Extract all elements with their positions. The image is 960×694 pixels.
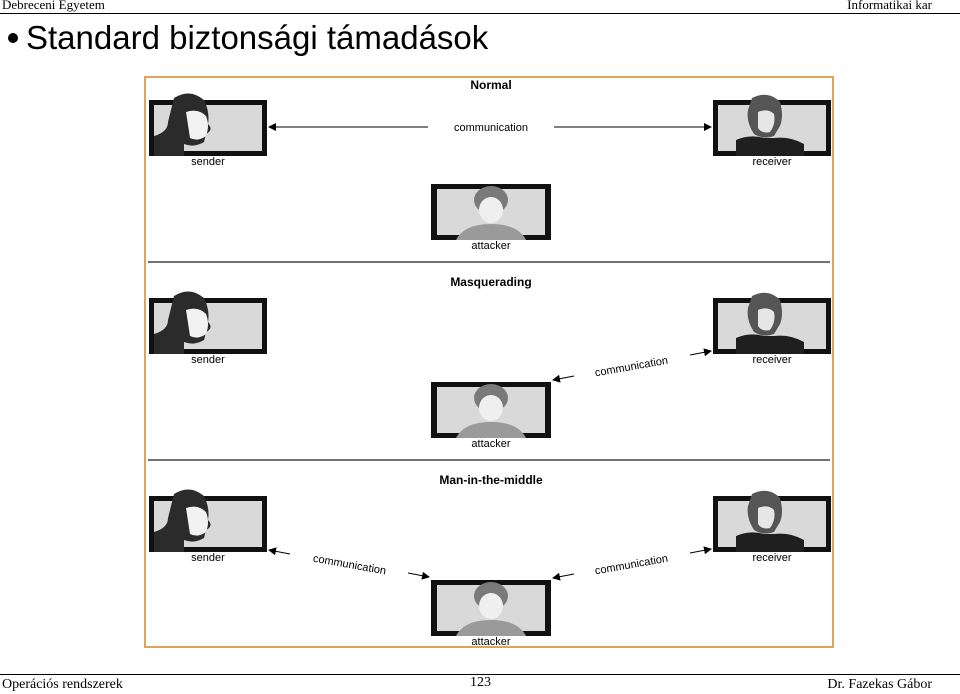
communication-label: communication [312, 553, 387, 578]
communication-arrow [689, 546, 712, 555]
communication-label: communication [594, 355, 669, 380]
attacker-portrait [431, 580, 551, 636]
slide-title-row: Standard biztonsági támadások [8, 16, 488, 60]
receiver-label: receiver [752, 156, 791, 168]
receiver-portrait [713, 292, 831, 354]
header-faculty: Informatikai kar [847, 0, 932, 12]
communication-arrow [268, 547, 291, 556]
sender-label: sender [191, 552, 225, 564]
sender-portrait [149, 93, 267, 156]
sender-portrait [149, 291, 267, 354]
receiver-label: receiver [752, 552, 791, 564]
page-number: 123 [470, 675, 491, 690]
receiver-portrait [713, 490, 831, 552]
sender-label: sender [191, 156, 225, 168]
footer-divider [0, 674, 960, 675]
communication-arrow [552, 374, 575, 383]
sender-label: sender [191, 354, 225, 366]
panel-title: Man-in-the-middle [439, 473, 543, 487]
header-university: Debreceni Egyetem [2, 0, 105, 12]
attacker-label: attacker [471, 438, 510, 450]
communication-arrow [552, 572, 575, 581]
receiver-label: receiver [752, 354, 791, 366]
receiver-portrait [713, 94, 831, 156]
sender-portrait [149, 489, 267, 552]
footer-course: Operációs rendszerek [2, 677, 123, 692]
panel-normal: Normal sender receiver communication [149, 78, 831, 252]
panel-masquerading: Masquerading sender receiver [149, 275, 831, 450]
panel-title: Masquerading [450, 275, 531, 289]
attacker-portrait [431, 184, 551, 240]
communication-label: communication [594, 553, 669, 578]
communication-arrow [689, 348, 712, 357]
slide-title: Standard biztonsági támadások [26, 19, 489, 56]
panel-title: Normal [470, 78, 511, 92]
header-divider [0, 13, 960, 14]
attacker-portrait [431, 382, 551, 438]
attacker-label: attacker [471, 636, 510, 646]
attack-diagram: Normal sender receiver communication [144, 76, 834, 648]
bullet-icon [8, 33, 18, 44]
communication-arrow [407, 571, 430, 580]
communication-label: communication [454, 122, 528, 134]
footer-author: Dr. Fazekas Gábor [827, 677, 932, 692]
panel-man-in-the-middle: Man-in-the-middle sender receiver [149, 473, 831, 646]
attack-diagram-svg: Normal sender receiver communication [148, 78, 831, 646]
attacker-label: attacker [471, 240, 510, 252]
